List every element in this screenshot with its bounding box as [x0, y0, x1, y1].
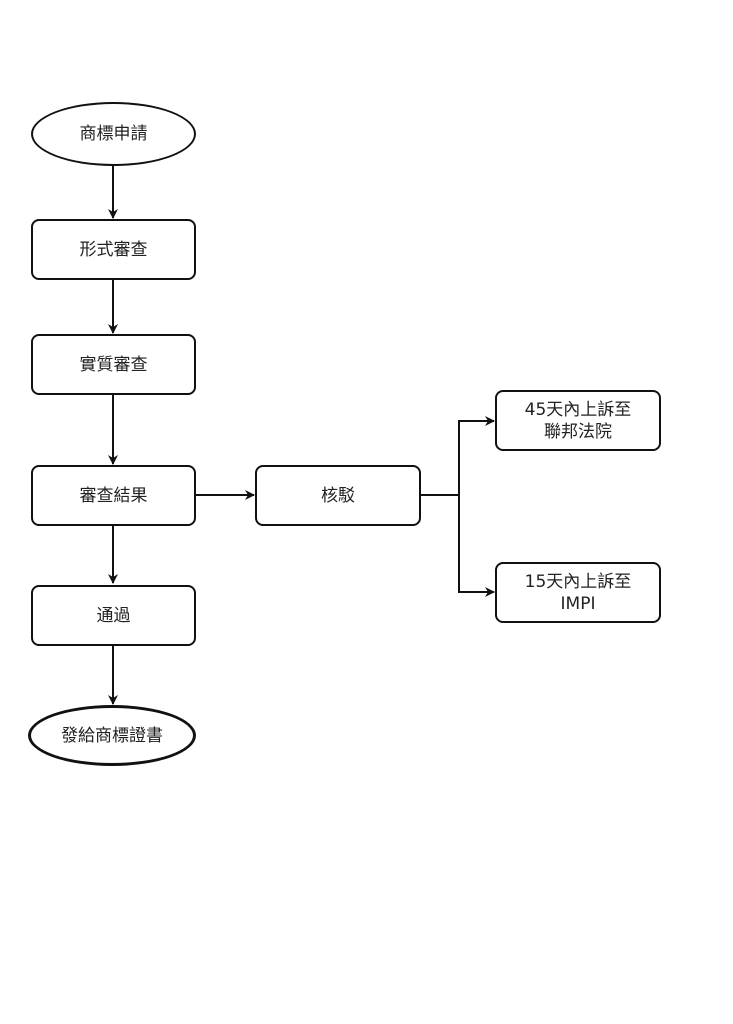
node-appeal-impi: 15天內上訴至 IMPI [495, 562, 661, 623]
node-apply: 商標申請 [31, 102, 196, 166]
node-label: 形式審查 [79, 239, 148, 260]
node-label: 核駁 [321, 485, 355, 506]
node-label: 發給商標證書 [61, 725, 163, 746]
node-formal-review: 形式審查 [31, 219, 196, 280]
node-label: 15天內上訴至 IMPI [524, 571, 632, 614]
node-rejection: 核駁 [255, 465, 421, 526]
node-label: 實質審查 [79, 354, 148, 375]
node-label: 審查結果 [79, 485, 148, 506]
node-label: 通過 [96, 605, 131, 626]
edge-reject-appeal15 [458, 495, 495, 597]
node-substantive-review: 實質審查 [31, 334, 196, 395]
node-review-result: 審查結果 [31, 465, 196, 526]
edge-reject-appeal45 [421, 416, 495, 496]
node-issue-certificate: 發給商標證書 [28, 705, 196, 766]
node-appeal-federal-court: 45天內上訴至 聯邦法院 [495, 390, 661, 451]
node-label: 45天內上訴至 聯邦法院 [524, 399, 632, 442]
node-approved: 通過 [31, 585, 196, 646]
node-label: 商標申請 [79, 124, 148, 144]
